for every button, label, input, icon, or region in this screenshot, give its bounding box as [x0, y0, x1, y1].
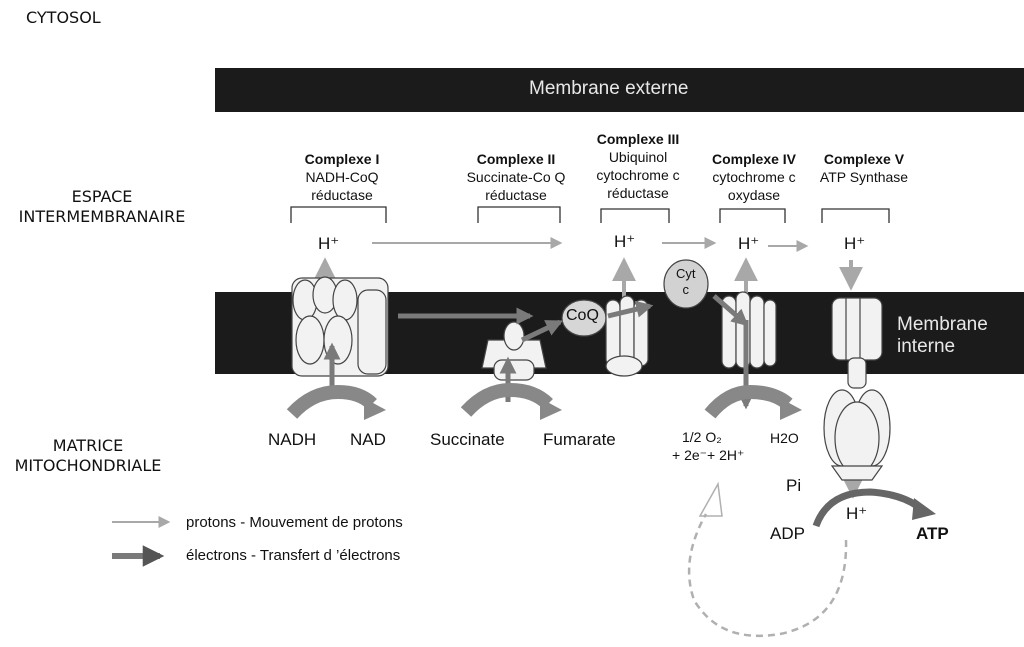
complex-1-protein: [291, 276, 389, 377]
complex-5-line1: ATP Synthase: [819, 169, 909, 185]
proton-complex-4: H⁺: [738, 234, 760, 253]
proton-vertical-arrows: [313, 257, 865, 499]
complex-4-protein: [721, 291, 777, 369]
complex-2-label: Complexe II Succinate-Co Q réductase: [436, 150, 596, 204]
substrate-curves: [286, 382, 793, 419]
legend-protons: protons - Mouvement de protons: [186, 514, 403, 531]
atp-label: ATP: [916, 524, 949, 543]
bracket-complex-1: [290, 206, 387, 223]
proton-complex-3: H⁺: [614, 232, 636, 251]
complex-4-title: Complexe IV: [711, 151, 797, 167]
complex-3-line1: Ubiquinol: [608, 149, 668, 165]
oxygen-label-line2: + 2e⁻+ 2H⁺: [672, 447, 745, 463]
substrate-curve-heads: [364, 398, 802, 420]
atp-synthesis-arrow: [812, 488, 936, 528]
complex-2-protein: [481, 321, 547, 381]
bracket-complex-5: [821, 208, 890, 223]
adp-label: ADP: [770, 524, 805, 543]
complex-1-line2: réductase: [311, 187, 373, 203]
pi-label: Pi: [786, 476, 802, 495]
oxygen-label: 1/2 O₂ + 2e⁻+ 2H⁺: [672, 428, 744, 464]
complex-1-line1: NADH-CoQ: [305, 169, 379, 185]
complex-3-title: Complexe III: [596, 131, 680, 147]
intermembrane-label-line1: ESPACE: [71, 187, 133, 206]
bracket-complex-4: [719, 208, 786, 223]
cytc-label-line1: Cyt: [676, 266, 696, 281]
complex-3-label: Complexe III Ubiquinol cytochrome c rédu…: [568, 130, 708, 202]
matrix-label: MATRICE MITOCHONDRIALE: [0, 436, 176, 476]
cytc-label: Cyt c: [676, 266, 696, 298]
proton-atp: H⁺: [846, 504, 868, 523]
cytc-carrier: [663, 259, 709, 309]
proton-flow-arrows: [372, 237, 809, 252]
intermembrane-label: ESPACE INTERMEMBRANAIRE: [4, 187, 200, 227]
complex-5-label: Complexe V ATP Synthase: [800, 150, 928, 186]
complex-1-title: Complexe I: [304, 151, 380, 167]
bracket-complex-2: [477, 206, 561, 223]
nad-label: NAD: [350, 430, 386, 449]
coq-label: CoQ: [566, 307, 599, 324]
complex-2-line2: réductase: [485, 187, 547, 203]
matrix-label-line2: MITOCHONDRIALE: [14, 456, 162, 475]
complex-1-label: Complexe I NADH-CoQ réductase: [262, 150, 422, 204]
oxygen-label-line1: 1/2 O₂: [682, 429, 722, 445]
complex-5-protein: [823, 297, 891, 481]
complex-2-line1: Succinate-Co Q: [466, 169, 566, 185]
proton-complex-5: H⁺: [844, 234, 866, 253]
outer-membrane: Membrane externe: [215, 68, 1024, 112]
complex-4-label: Complexe IV cytochrome c oxydase: [690, 150, 818, 204]
proton-complex-1: H⁺: [318, 234, 340, 253]
legend-electrons: électrons - Transfert d ’électrons: [186, 547, 401, 564]
nadh-label: NADH: [268, 430, 317, 449]
complex-4-line1: cytochrome c: [712, 169, 796, 185]
water-cycle-arrowhead: [698, 481, 723, 517]
complex-4-line2: oxydase: [727, 187, 781, 203]
inner-membrane-label-line1: Membrane: [897, 314, 988, 335]
water-label: H2O: [770, 430, 799, 446]
cytc-label-line2: c: [682, 282, 690, 297]
succinate-label: Succinate: [430, 430, 505, 449]
water-cycle-dashed-arrow: [687, 513, 848, 638]
complex-5-title: Complexe V: [823, 151, 905, 167]
cytosol-label: CYTOSOL: [26, 8, 101, 27]
inner-membrane-label: Membrane interne: [897, 314, 988, 358]
outer-membrane-label: Membrane externe: [529, 78, 689, 99]
fumarate-label: Fumarate: [543, 430, 616, 449]
matrix-label-line1: MATRICE: [52, 436, 124, 455]
inner-membrane-label-line2: interne: [897, 336, 956, 357]
complex-3-line3: réductase: [607, 185, 669, 201]
bracket-complex-3: [600, 208, 670, 223]
complex-2-title: Complexe II: [476, 151, 556, 167]
complex-brackets: [290, 206, 890, 223]
complex-3-line2: cytochrome c: [596, 167, 680, 183]
intermembrane-label-line2: INTERMEMBRANAIRE: [18, 207, 186, 226]
legend-arrows: [112, 516, 171, 567]
